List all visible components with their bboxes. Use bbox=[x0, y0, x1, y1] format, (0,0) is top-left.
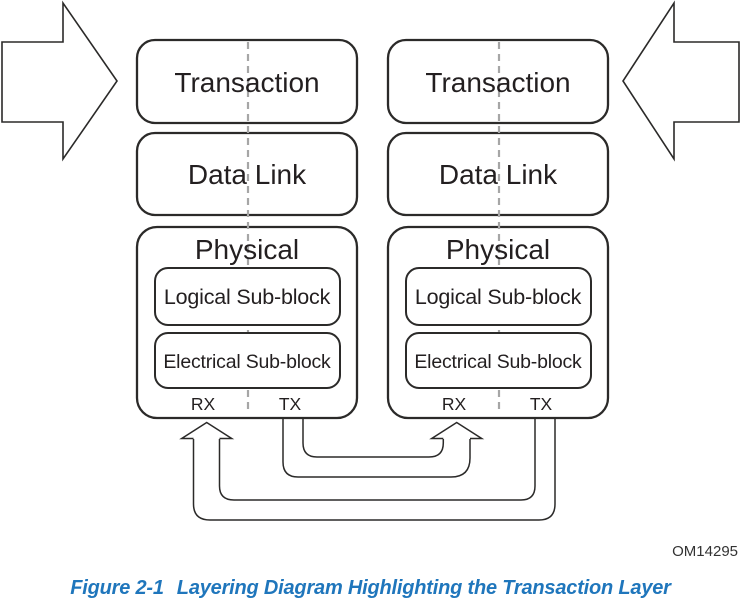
figure-caption-title: Layering Diagram Highlighting the Transa… bbox=[176, 577, 671, 599]
device-a-stack: Transaction Data Link Physical Logical S… bbox=[135, 38, 359, 420]
rx-port-label: RX bbox=[442, 394, 467, 414]
logical-sub-block-label: Logical Sub-block bbox=[415, 285, 582, 309]
tx-b-to-rx-a-pipe-inner-edge bbox=[218, 417, 536, 501]
electrical-sub-block-box bbox=[154, 332, 341, 389]
rx-a-arrowhead-icon bbox=[179, 421, 235, 440]
data-link-layer-label: Data Link bbox=[188, 159, 307, 190]
rx-b-arrowhead-icon bbox=[429, 421, 485, 440]
link-pipes bbox=[179, 417, 556, 521]
tx-b-to-rx-a-pipe-outer-edge bbox=[192, 417, 556, 521]
electrical-sub-block-label: Electrical Sub-block bbox=[414, 351, 582, 373]
right-inbound-arrow-icon bbox=[622, 0, 740, 162]
figure-caption: Figure 2-1 Layering Diagram Highlighting … bbox=[0, 577, 741, 600]
tx-port-label: TX bbox=[279, 394, 302, 414]
logical-sub-block-box bbox=[405, 267, 592, 326]
electrical-sub-block-label: Electrical Sub-block bbox=[163, 351, 331, 373]
layering-diagram: Transaction Data Link Physical Logical S… bbox=[1, 0, 740, 521]
tx-a-to-rx-b-pipe-outer-edge bbox=[282, 417, 471, 478]
figure-caption-label: Figure 2-1 bbox=[70, 577, 164, 599]
transaction-layer-label: Transaction bbox=[174, 67, 319, 98]
electrical-sub-block-box bbox=[405, 332, 592, 389]
transaction-layer-label: Transaction bbox=[425, 67, 570, 98]
logical-sub-block-box bbox=[154, 267, 341, 326]
tx-a-to-rx-b-pipe-inner-edge bbox=[302, 417, 445, 458]
physical-layer-label: Physical bbox=[195, 234, 299, 265]
physical-layer-label: Physical bbox=[446, 234, 550, 265]
tx-port-label: TX bbox=[530, 394, 553, 414]
logical-sub-block-label: Logical Sub-block bbox=[164, 285, 331, 309]
left-inbound-arrow-icon bbox=[1, 0, 118, 162]
rx-port-label: RX bbox=[191, 394, 216, 414]
device-b-stack: Transaction Data Link Physical Logical S… bbox=[386, 38, 610, 420]
figure-id-watermark: OM14295 bbox=[672, 543, 738, 560]
data-link-layer-label: Data Link bbox=[439, 159, 558, 190]
